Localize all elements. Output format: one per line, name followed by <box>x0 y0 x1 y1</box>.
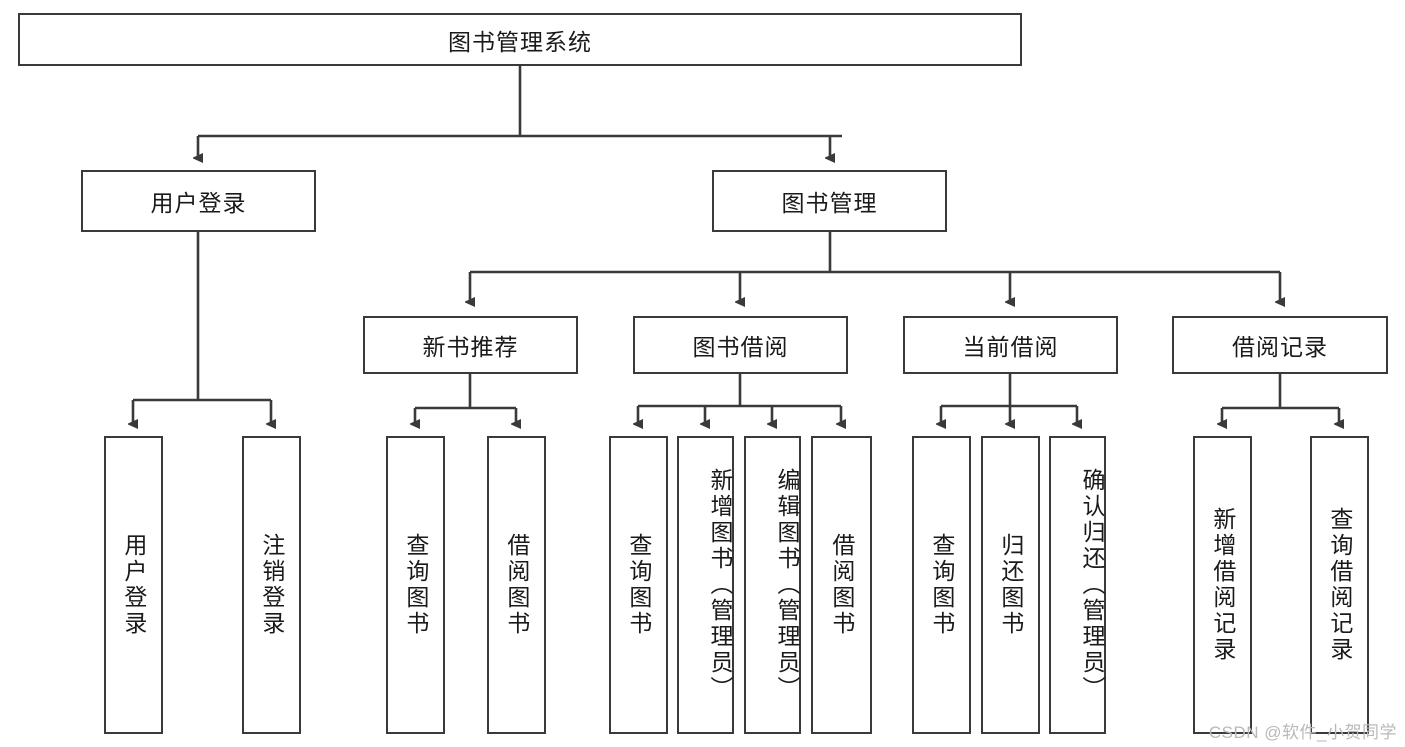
leaf-query-borrow-record[interactable]: 查询借阅记录 <box>1310 436 1369 734</box>
node-label: 借阅记录 <box>1232 334 1328 360</box>
leaf-edit-book-admin[interactable]: 编辑图书（管理员） <box>744 436 801 734</box>
node-user-login[interactable]: 用户登录 <box>81 170 316 232</box>
leaf-confirm-return-admin[interactable]: 确认归还（管理员） <box>1049 436 1106 734</box>
leaf-user-login[interactable]: 用户登录 <box>104 436 163 734</box>
node-label: 编辑图书（管理员） <box>774 468 800 702</box>
node-label: 新增借阅记录 <box>1209 507 1236 663</box>
node-label: 注销登录 <box>258 533 285 637</box>
node-book-borrow[interactable]: 图书借阅 <box>633 316 848 374</box>
leaf-query-book-recommend[interactable]: 查询图书 <box>386 436 445 734</box>
watermark-text: CSDN @软件_小贺同学 <box>1208 723 1397 742</box>
leaf-return-book[interactable]: 归还图书 <box>981 436 1040 734</box>
leaf-logout[interactable]: 注销登录 <box>242 436 301 734</box>
node-borrow-record[interactable]: 借阅记录 <box>1172 316 1388 374</box>
leaf-borrow-book[interactable]: 借阅图书 <box>811 436 872 734</box>
node-label: 确认归还（管理员） <box>1079 468 1105 702</box>
node-label: 借阅图书 <box>828 533 855 637</box>
leaf-add-book-admin[interactable]: 新增图书（管理员） <box>677 436 734 734</box>
node-label: 当前借阅 <box>962 334 1059 360</box>
node-label: 用户登录 <box>120 533 147 637</box>
node-label: 查询图书 <box>402 533 429 637</box>
node-label: 图书管理系统 <box>448 28 592 55</box>
node-label: 新增图书（管理员） <box>707 468 733 702</box>
node-label: 归还图书 <box>997 533 1024 637</box>
node-current-borrow[interactable]: 当前借阅 <box>903 316 1118 374</box>
leaf-add-borrow-record[interactable]: 新增借阅记录 <box>1193 436 1252 734</box>
node-label: 图书借阅 <box>692 334 789 360</box>
leaf-query-book-borrow[interactable]: 查询图书 <box>609 436 668 734</box>
node-label: 查询图书 <box>625 533 652 637</box>
node-label: 查询图书 <box>928 533 955 637</box>
node-label: 查询借阅记录 <box>1326 507 1353 663</box>
node-label: 图书管理 <box>781 190 878 216</box>
node-book-management[interactable]: 图书管理 <box>712 170 947 232</box>
node-label: 新书推荐 <box>422 334 519 360</box>
node-label: 借阅图书 <box>503 533 530 637</box>
leaf-borrow-book-recommend[interactable]: 借阅图书 <box>487 436 546 734</box>
node-new-book-recommend[interactable]: 新书推荐 <box>363 316 578 374</box>
leaf-query-book-current[interactable]: 查询图书 <box>912 436 971 734</box>
node-label: 用户登录 <box>150 190 247 216</box>
node-root-book-management-system[interactable]: 图书管理系统 <box>18 13 1022 66</box>
